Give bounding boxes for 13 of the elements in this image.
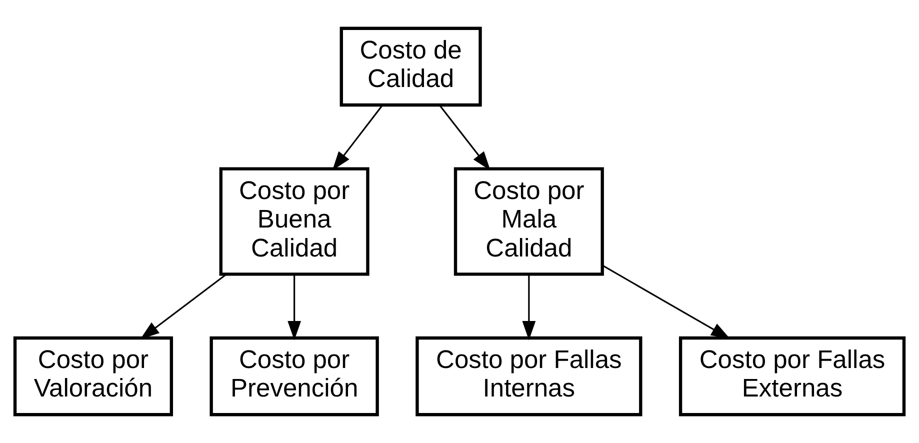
node-box: Costo por Mala Calidad — [454, 167, 604, 276]
arrow — [332, 105, 383, 170]
arrow — [602, 265, 730, 339]
arrow — [140, 274, 227, 340]
node-box: Costo por Buena Calidad — [219, 167, 370, 276]
arrow — [288, 274, 302, 340]
node-box: Costo por Prevención — [210, 336, 379, 416]
node-box: Costo por Fallas Externas — [678, 336, 906, 416]
arrow — [522, 274, 536, 340]
node-box: Costo por Fallas Internas — [416, 336, 642, 416]
node-box: Costo de Calidad — [340, 26, 482, 107]
node-box: Costo por Valoración — [13, 336, 174, 416]
arrow — [439, 105, 490, 170]
